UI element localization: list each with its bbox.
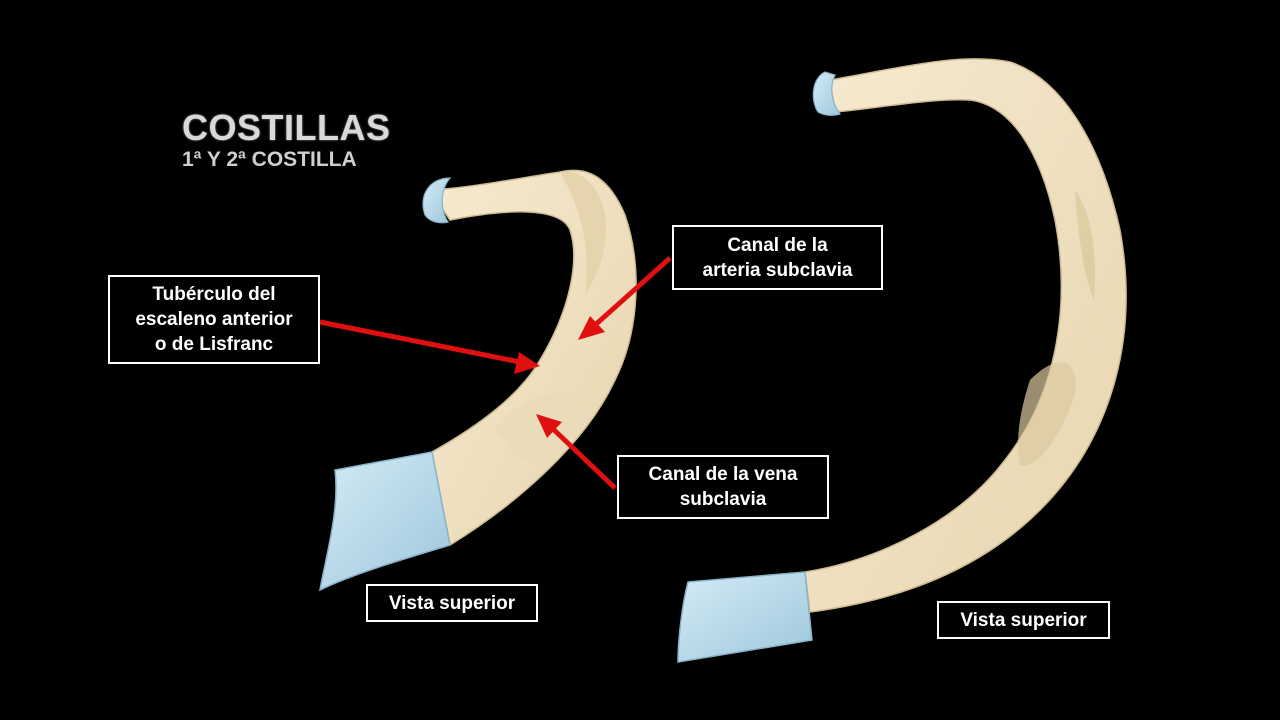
label-arteria-line-1: Canal de la: [727, 234, 828, 256]
label-vista-superior-2: Vista superior: [937, 601, 1110, 639]
arrow-vena: [550, 426, 617, 490]
second-rib: [677, 58, 1127, 663]
first-rib-bone: [428, 169, 637, 547]
label-vena-line-2: subclavia: [679, 489, 767, 510]
second-rib-bone: [804, 58, 1127, 613]
label-vena: Canal de la vena subclavia: [617, 455, 829, 519]
arrowhead-tuberculo: [514, 352, 540, 374]
label-tuberculo-line-1: Tubérculo del: [152, 284, 276, 305]
label-tuberculo: Tubérculo del escaleno anterior o de Lis…: [108, 275, 320, 364]
label-tuberculo-line-3: o de Lisfranc: [154, 334, 274, 355]
label-tuberculo-line-2: escaleno anterior: [135, 309, 293, 330]
second-rib-texture-1: [1075, 190, 1096, 300]
arrow-tuberculo: [319, 319, 521, 365]
label-vena-line-1: Canal de la vena: [648, 464, 798, 485]
page-title: COSTILLAS: [182, 107, 391, 148]
label-vista-superior-1-text: Vista superior: [388, 592, 516, 614]
annotation-arrows: [319, 256, 672, 490]
first-rib-cartilage: [319, 451, 451, 592]
subclavian-vein-groove: [495, 393, 582, 460]
arrow-arteria: [592, 256, 672, 328]
page-subtitle: 1ª Y 2ª COSTILLA: [182, 148, 357, 171]
label-vista-superior-1: Vista superior: [366, 584, 538, 622]
label-vista-superior-2-text: Vista superior: [960, 609, 1087, 631]
label-arteria-line-2: arteria subclavia: [702, 259, 853, 281]
arrowhead-vena: [536, 414, 562, 438]
second-rib-head-cartilage: [812, 71, 841, 116]
label-arteria: Canal de la arteria subclavia: [672, 225, 883, 290]
first-rib-head-cartilage: [422, 177, 452, 224]
second-rib-cartilage: [677, 571, 813, 663]
second-rib-texture-2: [1018, 362, 1076, 466]
first-rib: [319, 169, 637, 592]
first-rib-head-shading: [560, 171, 606, 295]
arrowhead-arteria: [578, 316, 605, 340]
